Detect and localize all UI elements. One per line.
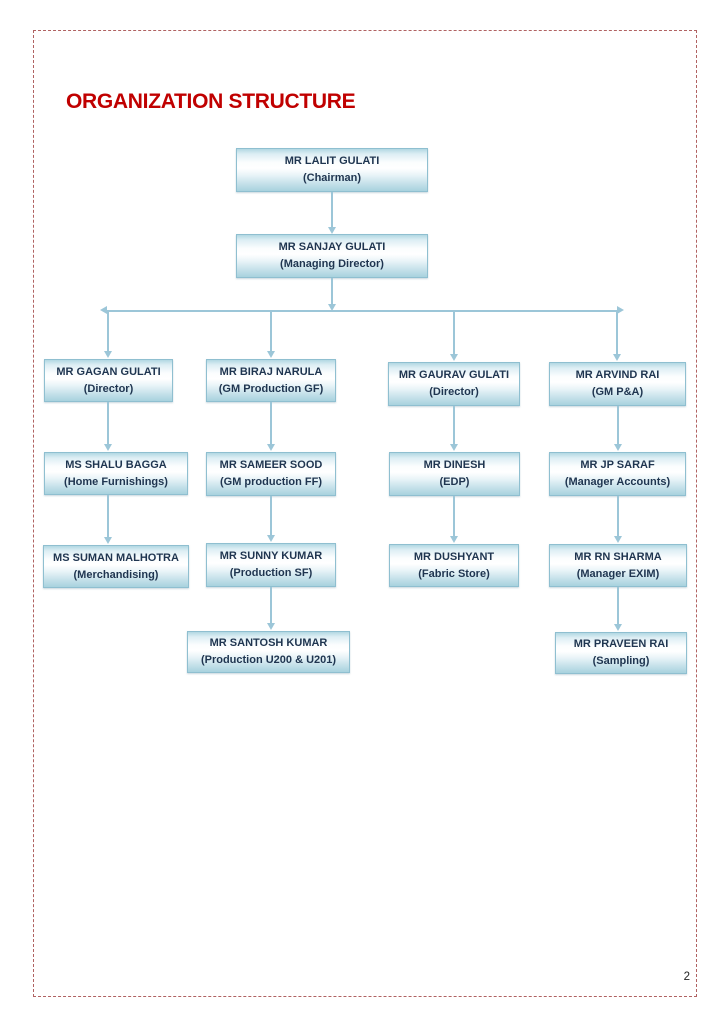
org-node-santosh-kumar: MR SANTOSH KUMAR (Production U200 & U201…: [187, 631, 350, 673]
page-number: 2: [683, 971, 690, 983]
connector-bus-to-gagan: [107, 311, 109, 351]
org-node-role: (Manager EXIM): [576, 567, 660, 580]
connector-arvind-to-jpsaraf: [617, 406, 619, 444]
org-node-name: MR LALIT GULATI: [284, 155, 380, 167]
org-node-name: MR GAURAV GULATI: [398, 369, 510, 381]
org-node-role: (Managing Director): [280, 258, 384, 270]
org-node-jp-saraf: MR JP SARAF (Manager Accounts): [549, 452, 686, 496]
org-node-name: MR SAMEER SOOD: [219, 459, 323, 471]
page-title: ORGANIZATION STRUCTURE: [66, 90, 356, 113]
org-node-name: MS SHALU BAGGA: [65, 458, 167, 471]
connector-gaurav-to-dinesh: [453, 406, 455, 444]
org-node-name: MR ARVIND RAI: [575, 369, 660, 381]
connector-sameer-to-sunny: [270, 496, 272, 535]
connector-sunny-to-santosh: [270, 587, 272, 623]
org-node-role: (GM P&A): [591, 386, 644, 398]
org-node-biraj-narula: MR BIRAJ NARULA (GM Production GF): [206, 359, 336, 402]
org-node-name: MR BIRAJ NARULA: [219, 365, 323, 378]
org-node-rn-sharma: MR RN SHARMA (Manager EXIM): [549, 544, 687, 587]
org-node-suman-malhotra: MS SUMAN MALHOTRA (Merchandising): [43, 545, 189, 588]
org-node-arvind-rai: MR ARVIND RAI (GM P&A): [549, 362, 686, 406]
org-node-praveen-rai: MR PRAVEEN RAI (Sampling): [555, 632, 687, 674]
org-node-name: MR SANJAY GULATI: [278, 241, 386, 253]
org-node-managing-director: MR SANJAY GULATI (Managing Director): [236, 234, 428, 278]
connector-md-to-bus: [331, 278, 333, 304]
connector-bus-horizontal: [100, 307, 624, 314]
org-node-name: MR SUNNY KUMAR: [219, 550, 323, 562]
org-node-name: MR GAGAN GULATI: [56, 365, 161, 378]
connector-dinesh-to-dushyant: [453, 496, 455, 536]
org-node-gaurav-gulati: MR GAURAV GULATI (Director): [388, 362, 520, 406]
org-node-name: MR DUSHYANT: [413, 550, 495, 563]
org-node-role: (Merchandising): [73, 568, 159, 581]
connector-bus-to-biraj: [270, 311, 272, 351]
org-node-shalu-bagga: MS SHALU BAGGA (Home Furnishings): [44, 452, 188, 495]
org-node-name: MR JP SARAF: [580, 459, 655, 471]
connector-jpsaraf-to-rnsharma: [617, 496, 619, 536]
org-node-role: (Director): [83, 382, 134, 395]
org-node-role: (EDP): [439, 476, 470, 488]
org-node-role: (GM Production GF): [218, 382, 324, 395]
org-node-dushyant: MR DUSHYANT (Fabric Store): [389, 544, 519, 587]
org-node-sunny-kumar: MR SUNNY KUMAR (Production SF): [206, 543, 336, 587]
org-node-role: (Sampling): [592, 655, 650, 667]
org-node-role: (Fabric Store): [418, 567, 490, 580]
org-node-role: (Chairman): [302, 172, 362, 184]
connector-gagan-to-shalu: [107, 402, 109, 444]
org-node-name: MS SUMAN MALHOTRA: [53, 551, 179, 564]
org-node-role: (Production SF): [229, 567, 313, 579]
connector-bus-to-gaurav: [453, 311, 455, 354]
org-node-name: MR DINESH: [423, 459, 486, 471]
connector-shalu-to-suman: [107, 495, 109, 537]
org-node-role: (Manager Accounts): [564, 476, 671, 488]
connector-chairman-to-md: [331, 192, 333, 227]
page-dashed-border: [33, 30, 697, 997]
connector-biraj-to-sameer: [270, 402, 272, 444]
org-node-name: MR PRAVEEN RAI: [573, 638, 669, 650]
org-node-name: MR RN SHARMA: [574, 550, 662, 563]
org-node-role: (GM production FF): [219, 476, 323, 488]
connector-bus-to-arvind: [616, 311, 618, 354]
connector-rnsharma-to-praveen: [617, 587, 619, 624]
org-node-dinesh: MR DINESH (EDP): [389, 452, 520, 496]
org-node-sameer-sood: MR SAMEER SOOD (GM production FF): [206, 452, 336, 496]
org-node-gagan-gulati: MR GAGAN GULATI (Director): [44, 359, 173, 402]
org-node-name: MR SANTOSH KUMAR: [209, 637, 328, 649]
org-node-role: (Home Furnishings): [64, 475, 168, 488]
org-node-role: (Production U200 & U201): [200, 654, 337, 666]
org-node-chairman: MR LALIT GULATI (Chairman): [236, 148, 428, 192]
org-node-role: (Director): [429, 386, 479, 398]
